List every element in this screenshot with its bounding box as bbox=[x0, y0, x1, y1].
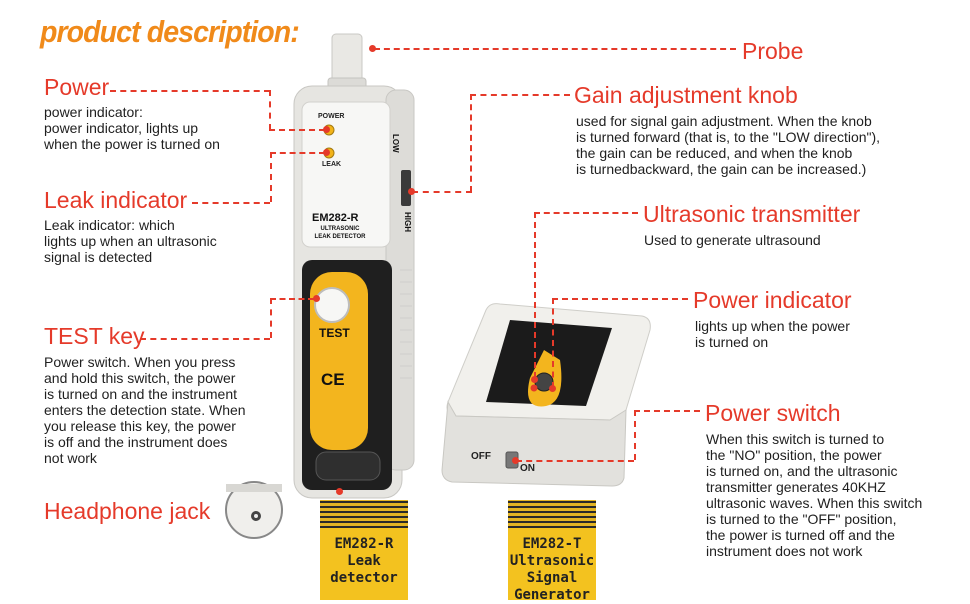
switch-off-label: OFF bbox=[471, 451, 491, 462]
test-leader-v bbox=[270, 298, 272, 338]
leak-detector-device bbox=[293, 33, 415, 499]
gain-leader-h2 bbox=[412, 191, 472, 193]
device-subtitle-1: ULTRASONIC bbox=[320, 226, 360, 232]
leak-leader-v bbox=[270, 152, 272, 202]
power-switch-leader-h2 bbox=[516, 460, 634, 462]
test-desc: Power switch. When you press and hold th… bbox=[44, 354, 246, 466]
power-switch-leader-h bbox=[634, 410, 700, 412]
pedestal-right-label: EM282-T Ultrasonic Signal Generator bbox=[509, 536, 595, 603]
page-title: product description: bbox=[40, 14, 300, 49]
gain-dot bbox=[408, 188, 415, 195]
power-switch-heading: Power switch bbox=[705, 400, 841, 426]
power-indicator-heading: Power indicator bbox=[693, 287, 852, 313]
leak-leader-h bbox=[192, 202, 270, 204]
power-leader-h bbox=[110, 90, 270, 92]
knob-high-label: HIGH bbox=[403, 212, 412, 232]
test-key-label: TEST bbox=[319, 326, 350, 340]
probe-leader bbox=[374, 48, 736, 50]
leak-leader-h2 bbox=[270, 152, 325, 154]
power-dot bbox=[323, 126, 330, 133]
test-heading: TEST key bbox=[44, 323, 145, 349]
device-subtitle-2: LEAK DETECTOR bbox=[314, 234, 366, 240]
power-indicator-desc: lights up when the power is turned on bbox=[695, 318, 850, 350]
power-heading: Power bbox=[44, 74, 110, 100]
leak-heading: Leak indicator bbox=[44, 187, 188, 213]
pedestal-left: EM282-R Leak detector bbox=[320, 500, 408, 600]
transmitter-leader-v bbox=[534, 212, 536, 378]
probe-dot bbox=[369, 45, 376, 52]
test-leader-h bbox=[140, 338, 270, 340]
test-leader-h2 bbox=[270, 298, 314, 300]
gain-leader-h bbox=[470, 94, 570, 96]
headphone-heading: Headphone jack bbox=[44, 498, 211, 524]
gain-desc: used for signal gain adjustment. When th… bbox=[576, 113, 881, 177]
power-indicator-leader-h bbox=[552, 298, 688, 300]
test-dot bbox=[313, 295, 320, 302]
transmitter-dot bbox=[531, 376, 538, 383]
headphone-dot bbox=[336, 488, 343, 495]
power-switch-leader-v bbox=[634, 410, 636, 460]
leak-led-label: LEAK bbox=[322, 161, 342, 168]
device-model-label: EM282-R bbox=[312, 212, 359, 224]
probe-heading: Probe bbox=[742, 38, 804, 64]
power-switch-dot bbox=[512, 457, 519, 464]
knob-low-label: LOW bbox=[391, 134, 400, 153]
leak-desc: Leak indicator: which lights up when an … bbox=[44, 217, 217, 265]
headphone-jack-zoom bbox=[225, 481, 283, 539]
power-desc: power indicator: power indicator, lights… bbox=[44, 104, 220, 152]
power-switch-desc: When this switch is turned to the "NO" p… bbox=[706, 431, 923, 559]
power-indicator-leader-v bbox=[552, 298, 554, 388]
power-led-label: POWER bbox=[318, 113, 345, 120]
power-indicator-dot bbox=[549, 385, 556, 392]
transmitter-device bbox=[441, 303, 651, 487]
switch-on-label: ON bbox=[520, 463, 535, 474]
transmitter-desc: Used to generate ultrasound bbox=[644, 232, 821, 248]
transmitter-leader-h bbox=[534, 212, 638, 214]
leak-dot bbox=[323, 149, 330, 156]
pedestal-left-label: EM282-R Leak detector bbox=[330, 536, 398, 586]
ce-mark: CE bbox=[321, 370, 345, 389]
gain-heading: Gain adjustment knob bbox=[574, 82, 798, 108]
transmitter-heading: Ultrasonic transmitter bbox=[643, 201, 861, 227]
gain-leader-v bbox=[470, 94, 472, 192]
power-leader-h2 bbox=[269, 129, 325, 131]
pedestal-right: EM282-T Ultrasonic Signal Generator bbox=[508, 500, 596, 603]
power-leader-v bbox=[269, 90, 271, 130]
